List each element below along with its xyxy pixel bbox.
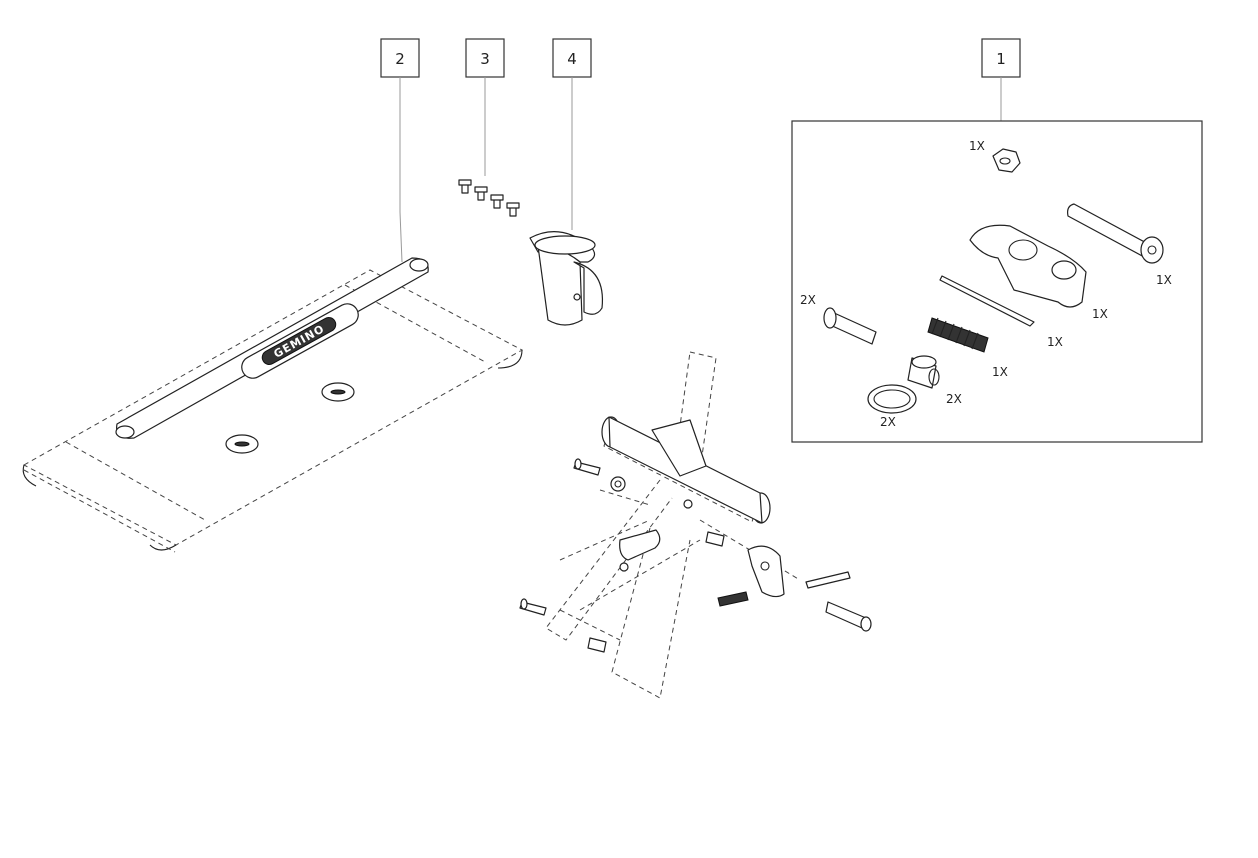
bushing-icon bbox=[705, 531, 725, 547]
axle-pin-icon bbox=[939, 275, 1035, 327]
screw-icon bbox=[490, 194, 504, 209]
callout-1: 1 bbox=[981, 38, 1021, 121]
rivet-pin-icon bbox=[519, 598, 547, 616]
qty-ring: 2X bbox=[880, 415, 896, 429]
callout-2-label: 2 bbox=[395, 50, 405, 68]
hinge-plate-icon bbox=[747, 545, 785, 598]
callout-3: 3 bbox=[465, 38, 505, 176]
callout-4: 4 bbox=[552, 38, 592, 230]
nut-icon bbox=[610, 476, 626, 492]
qty-hinge-bolt: 1X bbox=[1156, 273, 1172, 287]
hinge-plate-icon bbox=[969, 224, 1087, 308]
qty-axle-pin: 1X bbox=[1047, 335, 1063, 349]
screw-set bbox=[458, 179, 520, 217]
seat-strap: GEMINO bbox=[115, 257, 429, 439]
nut-icon bbox=[992, 148, 1021, 173]
ring-icon bbox=[867, 384, 917, 414]
grommet-icon bbox=[321, 382, 355, 402]
qty-spring: 1X bbox=[992, 365, 1008, 379]
spring-icon bbox=[717, 591, 749, 607]
screw-icon bbox=[474, 186, 488, 201]
callout-2: 2 bbox=[380, 38, 420, 263]
qty-hinge-plate: 1X bbox=[1092, 307, 1108, 321]
frame-assembly bbox=[519, 351, 872, 699]
hinge-kit-detail: 1X 1X 1X 1X 1X 2X bbox=[791, 120, 1203, 443]
spring-icon bbox=[927, 317, 989, 353]
qty-nut: 1X bbox=[969, 139, 985, 153]
bushing-icon bbox=[587, 637, 607, 653]
qty-bushing: 2X bbox=[946, 392, 962, 406]
callout-4-label: 4 bbox=[567, 50, 577, 68]
bushing-icon bbox=[907, 355, 940, 389]
qty-rivet-pin: 2X bbox=[800, 293, 816, 307]
callout-3-label: 3 bbox=[480, 50, 490, 68]
rivet-pin-icon bbox=[573, 458, 601, 476]
push-handle bbox=[529, 231, 604, 326]
rivet-pin-icon bbox=[823, 307, 877, 345]
seat-sling: GEMINO bbox=[22, 257, 524, 553]
hinge-bolt-icon bbox=[825, 601, 872, 632]
callout-1-label: 1 bbox=[996, 50, 1006, 68]
screw-icon bbox=[506, 202, 520, 217]
axle-pin-icon bbox=[805, 571, 851, 589]
hinge-bolt-icon bbox=[1067, 203, 1164, 264]
grommet-icon bbox=[225, 434, 259, 454]
screw-icon bbox=[458, 179, 472, 194]
